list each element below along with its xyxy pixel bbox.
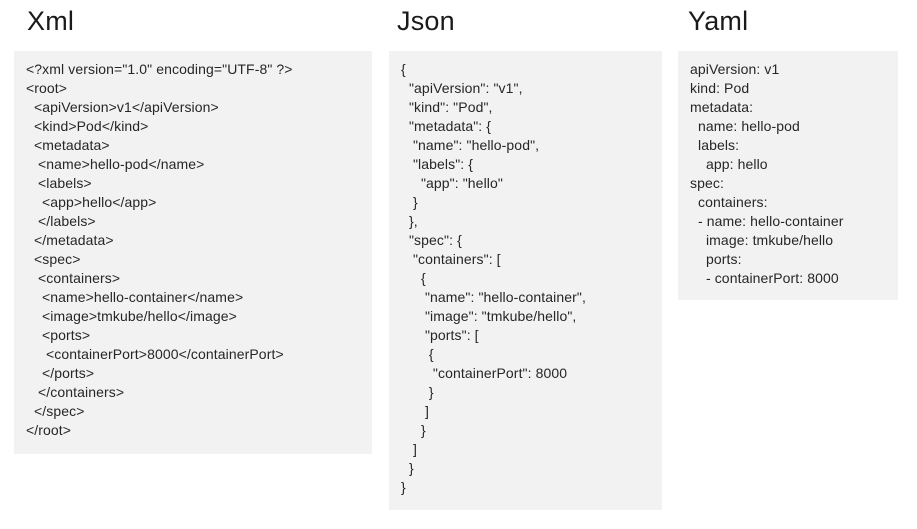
json-column-heading: Json: [397, 6, 455, 36]
xml-code-block: <?xml version="1.0" encoding="UTF-8" ?> …: [26, 61, 293, 438]
xml-column-heading: Xml: [27, 6, 75, 36]
yaml-column: Yaml apiVersion: v1 kind: Pod metadata: …: [678, 0, 898, 300]
yaml-column-heading: Yaml: [688, 6, 749, 36]
json-column: Json { "apiVersion": "v1", "kind": "Pod"…: [389, 0, 662, 510]
xml-code-panel: <?xml version="1.0" encoding="UTF-8" ?> …: [14, 51, 372, 454]
yaml-code-panel: apiVersion: v1 kind: Pod metadata: name:…: [678, 51, 898, 300]
json-code-panel: { "apiVersion": "v1", "kind": "Pod", "me…: [389, 51, 662, 510]
json-code-block: { "apiVersion": "v1", "kind": "Pod", "me…: [401, 61, 586, 495]
xml-column: Xml <?xml version="1.0" encoding="UTF-8"…: [14, 0, 372, 454]
yaml-code-block: apiVersion: v1 kind: Pod metadata: name:…: [690, 61, 844, 286]
